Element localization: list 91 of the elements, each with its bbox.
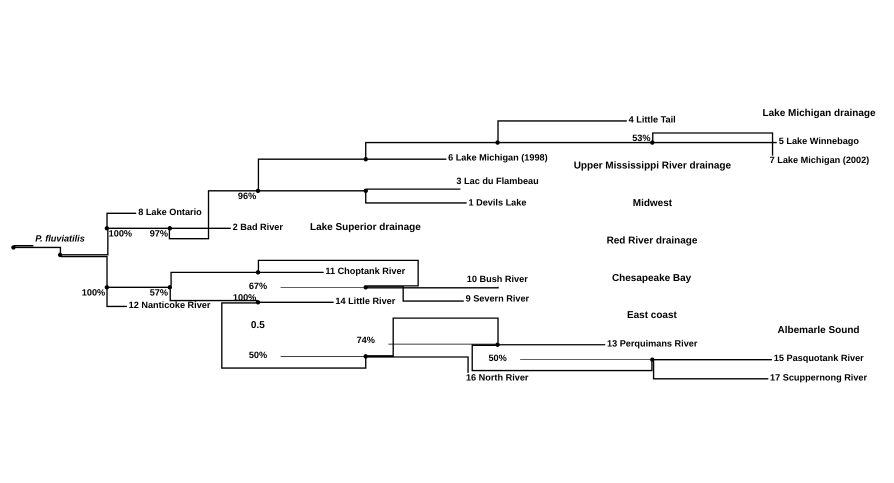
node-text: 74% [356, 334, 375, 344]
label: Lake Superior drainage [310, 222, 421, 233]
connector [652, 360, 768, 380]
label: Upper Mississippi River drainage [574, 160, 732, 171]
node-text: 17 Scuppernong River [770, 372, 868, 382]
node-text: P. fluviatilis [35, 232, 85, 243]
node-text: 3 Lac du Flambeau [456, 176, 539, 186]
node-text: 10 Bush River [466, 274, 528, 284]
node-text: 7 Lake Michigan (2002) [770, 154, 870, 165]
node-label: 53% [632, 132, 651, 142]
connector [368, 316, 499, 356]
connector [472, 344, 653, 371]
connector [258, 158, 364, 188]
connector [654, 358, 772, 360]
node-point [650, 140, 655, 144]
node-point [256, 270, 260, 274]
node-text: 2 Bad River [232, 221, 283, 232]
connector [260, 190, 364, 191]
node-text: 11 Choptank River [325, 265, 406, 276]
connector [388, 343, 496, 344]
node-point [11, 244, 16, 250]
connector [365, 141, 496, 157]
node-point [364, 284, 368, 290]
node-point [495, 140, 500, 144]
node-text: 16 North River [466, 372, 528, 382]
connector [520, 358, 651, 360]
node-point [256, 300, 260, 304]
label: Albemarle Sound [778, 324, 860, 336]
label: East coast [626, 310, 677, 321]
node-text: 13 Perquimans River [606, 338, 698, 348]
node-point [364, 156, 368, 161]
connector [60, 255, 108, 285]
node-label: 97% [150, 228, 168, 238]
connector [15, 246, 62, 252]
connector [62, 230, 108, 255]
node-text: 14 Little River [335, 295, 396, 306]
connector [221, 302, 366, 368]
node-point [168, 284, 172, 290]
connector [280, 286, 364, 288]
connector [368, 286, 499, 288]
connector [365, 192, 467, 204]
connector [260, 301, 334, 302]
node-text: 50% [488, 352, 507, 363]
node-point [256, 188, 260, 193]
node-text: 6 Lake Michigan (1998) [448, 152, 548, 162]
node-label: 100% [108, 228, 132, 238]
connector [368, 356, 469, 372]
label: Red River drainage [606, 234, 698, 246]
node-label: 57% [150, 287, 168, 298]
node-label: 96% [238, 190, 256, 201]
node-point [650, 357, 655, 362]
label: 0.5 [250, 320, 265, 331]
node-text: 4 Little Tail [628, 114, 676, 124]
node-point [58, 252, 62, 257]
node-text: 8 Lake Ontario [138, 206, 202, 216]
connector [652, 132, 774, 156]
node-point [168, 226, 172, 230]
node-text: 67% [248, 280, 268, 290]
connector [500, 344, 606, 345]
connector [258, 259, 419, 286]
connector [497, 120, 627, 140]
connector [368, 158, 446, 160]
connector [168, 190, 256, 239]
node-point [364, 188, 368, 193]
connector [106, 212, 136, 226]
label: Chesapeake Bay [612, 272, 692, 284]
connector [14, 244, 34, 246]
connector [654, 141, 777, 143]
label: Lake Michigan drainage [762, 108, 876, 119]
node-text: 1 Devils Lake [468, 197, 526, 208]
connector [260, 271, 324, 273]
connector [170, 288, 258, 301]
connector [170, 271, 256, 286]
label: Midwest [632, 197, 672, 208]
connector [366, 187, 460, 190]
connector [108, 227, 168, 228]
connector [106, 288, 127, 307]
connector [367, 285, 464, 302]
node-text: 50% [248, 349, 268, 360]
node-text: 9 Severn River [466, 292, 530, 303]
connector [500, 141, 650, 143]
node-text: 5 Lake Winnebago [778, 136, 859, 146]
connector [172, 227, 231, 228]
node-label: 100% [82, 287, 106, 298]
node-point [364, 354, 368, 358]
node-point [495, 342, 500, 346]
connector [108, 286, 168, 288]
node-text: 15 Pasquotank River [774, 352, 864, 363]
node-point [104, 226, 110, 230]
node-text: 12 Nanticoke River [128, 299, 210, 310]
node-point [104, 284, 110, 290]
